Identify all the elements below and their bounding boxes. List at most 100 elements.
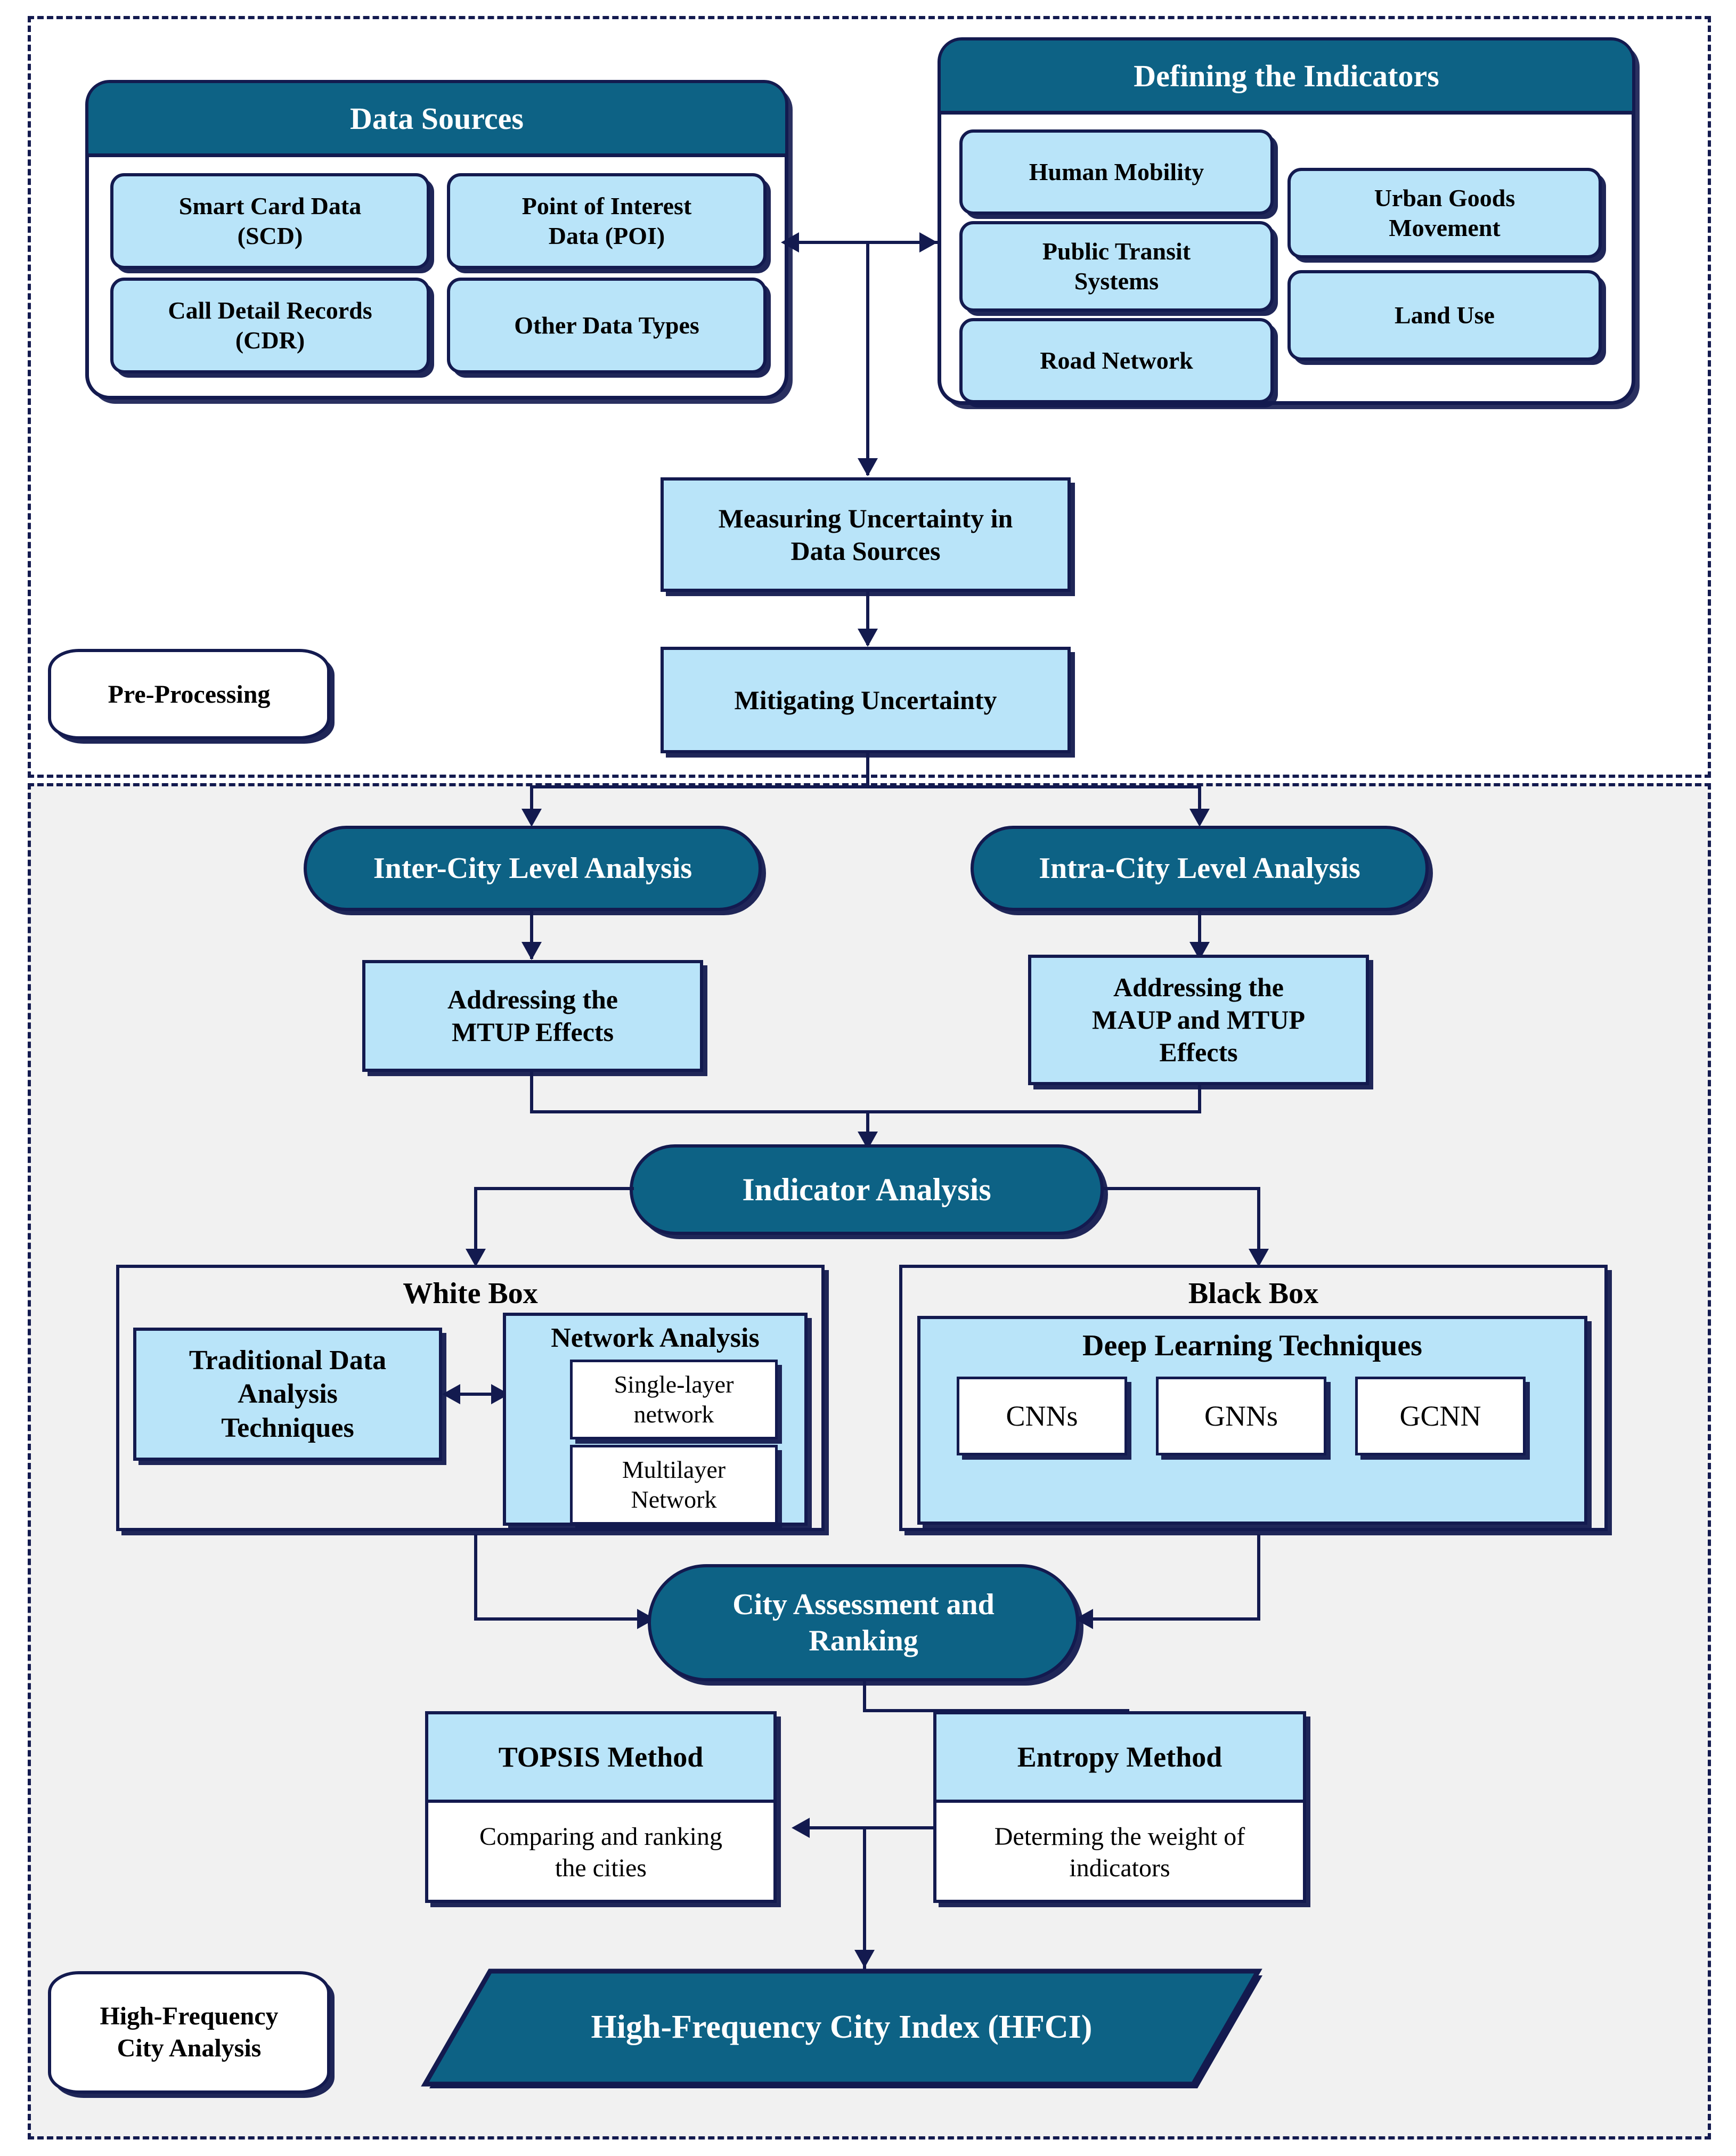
topsis-body: Comparing and ranking the cities	[428, 1803, 773, 1903]
connector-indicator-right	[1101, 1187, 1260, 1190]
arrow-left-traditional	[442, 1384, 460, 1404]
connector-traditional-network	[451, 1393, 502, 1396]
white-box-title: White Box	[403, 1277, 538, 1310]
entropy-body-line2: indicators	[1069, 1854, 1170, 1882]
human-mobility-label: Human Mobility	[1029, 158, 1204, 185]
mitigating-uncertainty-box[interactable]: Mitigating Uncertainty	[661, 647, 1071, 753]
network-analysis-title: Network Analysis	[551, 1323, 760, 1353]
topsis-header: TOPSIS Method	[428, 1714, 773, 1803]
arrow-down-measuring	[858, 458, 878, 476]
technique-gnns[interactable]: GNNs	[1156, 1377, 1326, 1455]
gnns-label: GNNs	[1204, 1400, 1278, 1432]
multilayer-line2: Network	[631, 1486, 717, 1513]
road-network-label: Road Network	[1040, 346, 1193, 374]
arrow-to-indicators	[919, 232, 938, 253]
technique-gcnn[interactable]: GCNN	[1355, 1377, 1526, 1455]
black-box-container: Black Box Deep Learning Techniques CNNs …	[899, 1265, 1608, 1531]
mtup-line2: MTUP Effects	[451, 1017, 614, 1047]
topsis-method-card[interactable]: TOPSIS Method Comparing and ranking the c…	[425, 1711, 777, 1903]
data-sources-group: Data Sources Smart Card Data(SCD) Point …	[85, 80, 788, 400]
hfc-label-line2: City Analysis	[117, 2034, 262, 2062]
connector-split-left	[530, 785, 533, 817]
data-source-other-data-types[interactable]: Other Data Types	[447, 278, 767, 373]
maup-line2: MAUP and MTUP	[1092, 1005, 1305, 1035]
indicator-analysis-label: Indicator Analysis	[742, 1171, 991, 1207]
deep-learning-techniques-box: Deep Learning Techniques CNNs GNNs GCNN	[917, 1316, 1587, 1525]
connector-indicator-left-down	[474, 1187, 477, 1264]
indicator-road-network[interactable]: Road Network	[959, 318, 1274, 403]
smart-card-line2: (SCD)	[237, 222, 303, 249]
hfci-output-node[interactable]: High-Frequency City Index (HFCI)	[421, 1965, 1262, 2090]
connector-indicator-right-down	[1257, 1187, 1260, 1264]
multilayer-line1: Multilayer	[622, 1455, 726, 1483]
cnns-label: CNNs	[1006, 1400, 1078, 1432]
arrow-down-intra-city	[1189, 809, 1210, 827]
poi-line2: Data (POI)	[548, 222, 665, 249]
defining-indicators-group: Defining the Indicators Human Mobility P…	[938, 37, 1635, 405]
connector-merge-bar	[530, 1110, 1201, 1113]
data-source-call-detail-records[interactable]: Call Detail Records(CDR)	[110, 278, 430, 373]
traditional-line2: Analysis	[238, 1379, 338, 1410]
connector-split-right	[1198, 785, 1201, 817]
defining-indicators-header: Defining the Indicators	[941, 40, 1632, 115]
poi-line1: Point of Interest	[521, 192, 692, 219]
connector-indicator-left	[474, 1187, 634, 1190]
connector-black-box-down	[1257, 1534, 1260, 1621]
traditional-line1: Traditional Data	[189, 1345, 387, 1376]
connector-inter-to-mtup	[530, 911, 533, 959]
other-data-types-label: Other Data Types	[514, 311, 699, 339]
public-transit-line1: Public Transit	[1042, 237, 1191, 265]
data-sources-header: Data Sources	[88, 83, 785, 157]
gcnn-label: GCNN	[1399, 1400, 1481, 1432]
indicator-land-use[interactable]: Land Use	[1287, 270, 1602, 361]
indicator-human-mobility[interactable]: Human Mobility	[959, 129, 1274, 215]
connector-white-box-down	[474, 1534, 477, 1621]
connector-assessment-to-entropy	[863, 1709, 1129, 1712]
mtup-line1: Addressing the	[447, 985, 618, 1014]
connector-mitigating-down	[866, 753, 869, 788]
connector-down-to-measuring	[866, 241, 869, 475]
arrow-down-inter-city	[521, 809, 542, 827]
measuring-line1: Measuring Uncertainty in	[718, 503, 1013, 533]
arrow-down-mtup	[521, 942, 542, 960]
indicator-analysis-node[interactable]: Indicator Analysis	[630, 1144, 1104, 1235]
preprocessing-stage-label: Pre-Processing	[48, 649, 330, 739]
traditional-line3: Techniques	[221, 1412, 354, 1443]
hfci-parallelogram-shape	[421, 1968, 1262, 2088]
urban-goods-line2: Movement	[1389, 214, 1501, 241]
inter-city-level-analysis[interactable]: Inter-City Level Analysis	[304, 826, 762, 911]
assessment-line1: City Assessment and	[732, 1588, 995, 1621]
connector-merge-down	[866, 1110, 869, 1140]
data-source-smart-card-data[interactable]: Smart Card Data(SCD)	[110, 173, 430, 269]
hfci-label: High-Frequency City Index (HFCI)	[591, 2009, 1093, 2045]
arrow-down-black-box	[1249, 1249, 1269, 1267]
arrow-down-mitigating	[858, 629, 878, 647]
entropy-body-line1: Determing the weight of	[994, 1823, 1245, 1851]
topsis-body-line2: the cities	[555, 1854, 647, 1882]
arrow-left-topsis	[792, 1818, 810, 1838]
black-box-title: Black Box	[1188, 1277, 1319, 1310]
topsis-body-line1: Comparing and ranking	[479, 1823, 722, 1851]
maup-line3: Effects	[1159, 1037, 1238, 1067]
intra-city-level-analysis[interactable]: Intra-City Level Analysis	[971, 826, 1429, 911]
inter-city-label: Inter-City Level Analysis	[373, 852, 692, 885]
deep-learning-title: Deep Learning Techniques	[1082, 1329, 1422, 1362]
technique-cnns[interactable]: CNNs	[957, 1377, 1127, 1455]
connector-measuring-to-mitigating	[866, 592, 869, 645]
single-layer-line1: Single-layer	[614, 1370, 734, 1398]
public-transit-line2: Systems	[1074, 267, 1159, 295]
connector-assessment-down	[863, 1681, 866, 1712]
